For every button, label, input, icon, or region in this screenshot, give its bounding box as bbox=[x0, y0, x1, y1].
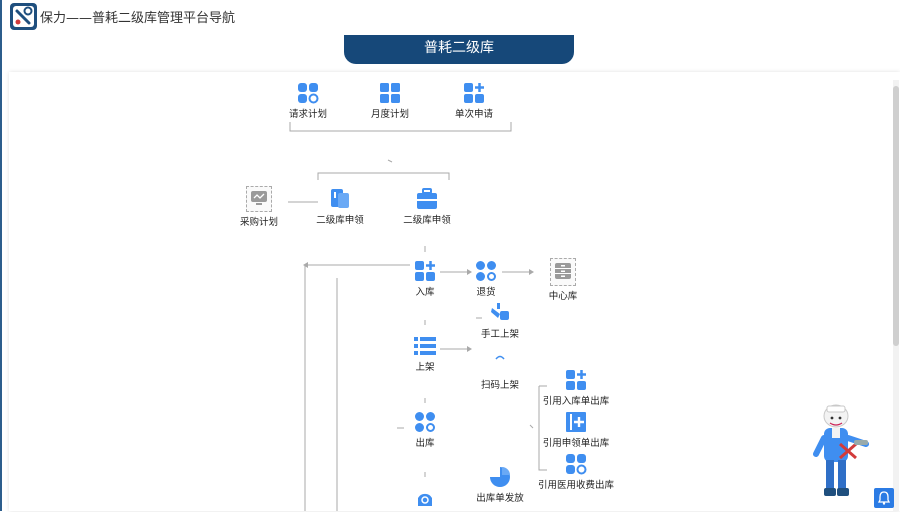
node-secondary-request[interactable]: 二级库申领 bbox=[300, 188, 380, 226]
scan-icon bbox=[495, 355, 505, 360]
node-inbound[interactable]: 入库 bbox=[385, 260, 465, 298]
monitor-icon bbox=[251, 191, 267, 205]
list-icon bbox=[414, 337, 436, 355]
add-grid-icon bbox=[566, 370, 586, 390]
node-central-store[interactable]: 中心库 bbox=[523, 258, 603, 302]
node-label: 上架 bbox=[415, 362, 435, 373]
node-ref-request[interactable]: 引用申领单出库 bbox=[536, 411, 616, 449]
node-manual-shelve[interactable]: 手工上架 bbox=[460, 302, 540, 340]
node-shelve[interactable]: 上架 bbox=[385, 335, 465, 373]
flow-canvas bbox=[9, 72, 900, 511]
node-return[interactable]: 退货 bbox=[446, 260, 526, 298]
node-single-request[interactable]: 单次申请 bbox=[434, 82, 514, 120]
bell-icon bbox=[877, 491, 891, 505]
apps-icon bbox=[476, 261, 496, 281]
app-logo-icon bbox=[10, 3, 37, 30]
node-plan-purchase[interactable]: 请求计划 bbox=[268, 82, 348, 120]
grid-icon bbox=[380, 83, 400, 103]
add-grid-icon bbox=[415, 261, 435, 281]
node-label: 月度计划 bbox=[370, 109, 409, 120]
node-label: 引用申领单出库 bbox=[542, 438, 610, 449]
scrollbar-thumb[interactable] bbox=[893, 86, 899, 346]
add-grid-icon bbox=[464, 83, 484, 103]
cabinet-icon bbox=[555, 263, 571, 279]
toolbox-icon bbox=[417, 188, 437, 209]
node-outbound[interactable]: 出库 bbox=[385, 411, 465, 449]
vertical-scrollbar[interactable] bbox=[893, 80, 899, 511]
apps-icon bbox=[298, 83, 319, 104]
dashed-frame bbox=[246, 186, 272, 212]
app-title: 保力——普耗二级库管理平台导航 bbox=[40, 11, 236, 26]
node-secondary-receive[interactable]: 二级库申领 bbox=[387, 188, 467, 226]
node-purchase-plan[interactable]: 采购计划 bbox=[219, 186, 299, 228]
node-label: 二级库申领 bbox=[403, 215, 451, 226]
node-monthly-plan[interactable]: 月度计划 bbox=[350, 82, 430, 120]
node-label: 扫码上架 bbox=[480, 380, 519, 391]
node-label: 退货 bbox=[476, 287, 496, 298]
card-icon bbox=[331, 189, 349, 208]
apps-icon bbox=[566, 454, 587, 475]
notification-bell-button[interactable] bbox=[874, 488, 894, 508]
node-label: 引用医用收费出库 bbox=[537, 480, 614, 491]
node-label: 请求计划 bbox=[288, 109, 327, 120]
pie-chart-icon bbox=[490, 467, 510, 487]
apps-icon bbox=[415, 412, 435, 432]
page-tab[interactable]: 普耗二级库 bbox=[344, 35, 574, 64]
node-ref-inbound[interactable]: 引用入库单出库 bbox=[536, 369, 616, 407]
add-box-icon bbox=[566, 412, 586, 432]
node-label: 手工上架 bbox=[480, 329, 519, 340]
node-bottom-partial[interactable] bbox=[385, 484, 465, 506]
node-scan-shelve[interactable]: 扫码上架 bbox=[460, 354, 540, 391]
node-label: 引用入库单出库 bbox=[542, 396, 610, 407]
node-label: 单次申请 bbox=[454, 109, 493, 120]
node-label: 出库单发放 bbox=[476, 493, 524, 504]
header: 保力——普耗二级库管理平台导航 bbox=[0, 0, 900, 35]
node-label: 中心库 bbox=[548, 291, 578, 302]
node-ref-doctor[interactable]: 引用医用收费出库 bbox=[536, 453, 616, 491]
node-label: 二级库申领 bbox=[316, 215, 364, 226]
node-label: 入库 bbox=[415, 287, 435, 298]
refresh-icon bbox=[418, 493, 432, 506]
dashed-frame bbox=[550, 258, 576, 286]
node-dispense[interactable]: 出库单发放 bbox=[460, 466, 540, 504]
node-label: 出库 bbox=[415, 438, 435, 449]
mascot-worker-icon bbox=[813, 404, 869, 496]
node-label: 采购计划 bbox=[239, 217, 278, 228]
hand-drill-icon bbox=[491, 303, 509, 320]
